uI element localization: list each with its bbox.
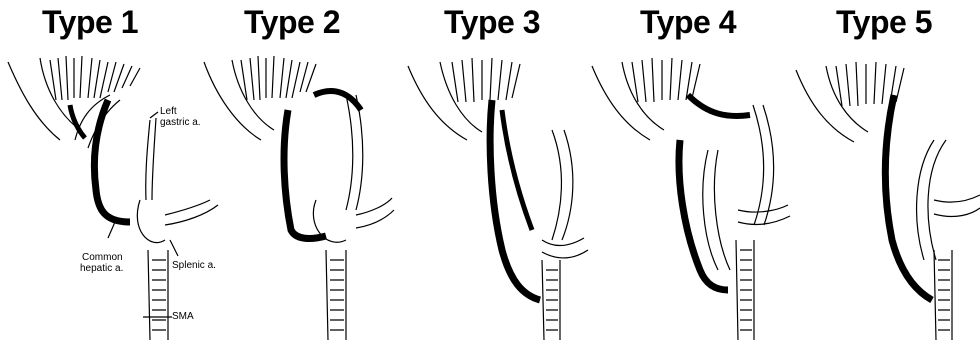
type-1-illustration: [0, 0, 196, 347]
type-4-illustration: [588, 0, 784, 347]
label-common-hepatic-2: hepatic a.: [80, 263, 123, 274]
panel-type-3: Type 3: [392, 0, 588, 347]
panel-type-5: Type 5: [784, 0, 980, 347]
label-left-gastric-2: gastric a.: [160, 117, 201, 128]
panel-type-4: Type 4: [588, 0, 784, 347]
type-5-illustration: [784, 0, 980, 347]
type-2-illustration: [196, 0, 392, 347]
label-common-hepatic-1: Common: [82, 252, 123, 263]
type-3-illustration: [392, 0, 588, 347]
panel-type-1: Type 1: [0, 0, 196, 347]
label-left-gastric-1: Left: [160, 106, 177, 117]
panel-type-2: Type 2: [196, 0, 392, 347]
label-sma: SMA: [172, 311, 194, 322]
